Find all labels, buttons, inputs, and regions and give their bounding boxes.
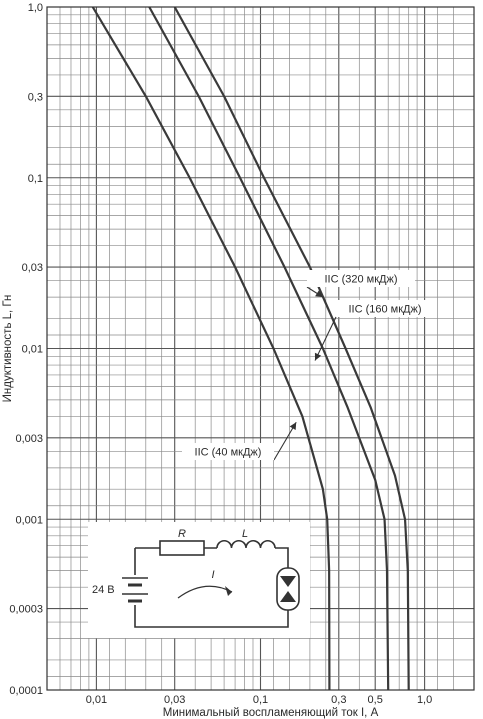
series-curve-0	[91, 6, 331, 691]
battery-symbol	[122, 577, 148, 603]
annotation-label-background	[307, 270, 415, 287]
series-curve-1	[148, 6, 390, 691]
series-label-1: IIC (160 мкДж)	[348, 304, 421, 316]
curves	[91, 6, 410, 691]
annotation-label-background	[336, 300, 434, 317]
voltage-label: 24 В	[92, 584, 115, 596]
series-curve-2	[173, 6, 410, 691]
annotation-arrowhead	[314, 352, 322, 361]
resistor-label: R	[178, 528, 186, 540]
y-tick-label: 0,3	[28, 91, 43, 103]
x-tick-label: 0,5	[368, 694, 383, 706]
y-tick-label: 1,0	[28, 2, 43, 14]
x-tick-label: 1,0	[417, 694, 432, 706]
tick-labels: 0,01 0,03 0,1 0,3 0,5 1,0 1,0 0,3 0,1 0,03 0,01 0,0…	[9, 2, 432, 706]
y-tick-label: 0,0003	[9, 604, 43, 616]
circuit-inset: R L I 24 В	[88, 522, 310, 638]
x-tick-label: 0,1	[253, 694, 268, 706]
inductor-label: L	[242, 528, 248, 540]
y-tick-label: 0,01	[22, 344, 43, 356]
x-tick-label: 0,03	[164, 694, 185, 706]
y-tick-label: 0,0001	[9, 685, 43, 697]
current-label: I	[211, 569, 214, 581]
annotation-label-background	[182, 443, 274, 460]
resistor-symbol	[159, 540, 205, 556]
y-axis-title: Индуктивность L, Гн	[2, 295, 14, 403]
x-axis-title: Минимальный воспламеняющий ток I, А	[163, 707, 379, 719]
spark-gap-symbol	[276, 567, 300, 611]
inductor-symbol	[216, 540, 276, 549]
y-tick-label: 0,03	[22, 262, 43, 274]
current-arrow-icon	[177, 585, 233, 599]
annotation-arrowhead	[315, 290, 323, 298]
annotation-leader-line	[273, 421, 297, 461]
plot-frame	[46, 6, 475, 691]
annotation-labels: IIC (320 мкДж) IIC (160 мкДж) IIC (40 мкДж…	[182, 270, 434, 460]
annotation-leaders	[273, 286, 337, 461]
series-label-0: IIC (40 мкДж)	[195, 447, 262, 459]
annotation-leader-line	[314, 316, 337, 361]
y-tick-label: 0,001	[15, 514, 43, 526]
y-tick-label: 0,003	[15, 433, 43, 445]
x-tick-label: 0,3	[331, 694, 346, 706]
annotation-arrowhead	[289, 422, 297, 431]
series-label-2: IIC (320 мкДж)	[324, 274, 397, 286]
x-tick-label: 0,01	[86, 694, 107, 706]
y-tick-label: 0,1	[28, 173, 43, 185]
circuit-wire	[134, 547, 289, 628]
